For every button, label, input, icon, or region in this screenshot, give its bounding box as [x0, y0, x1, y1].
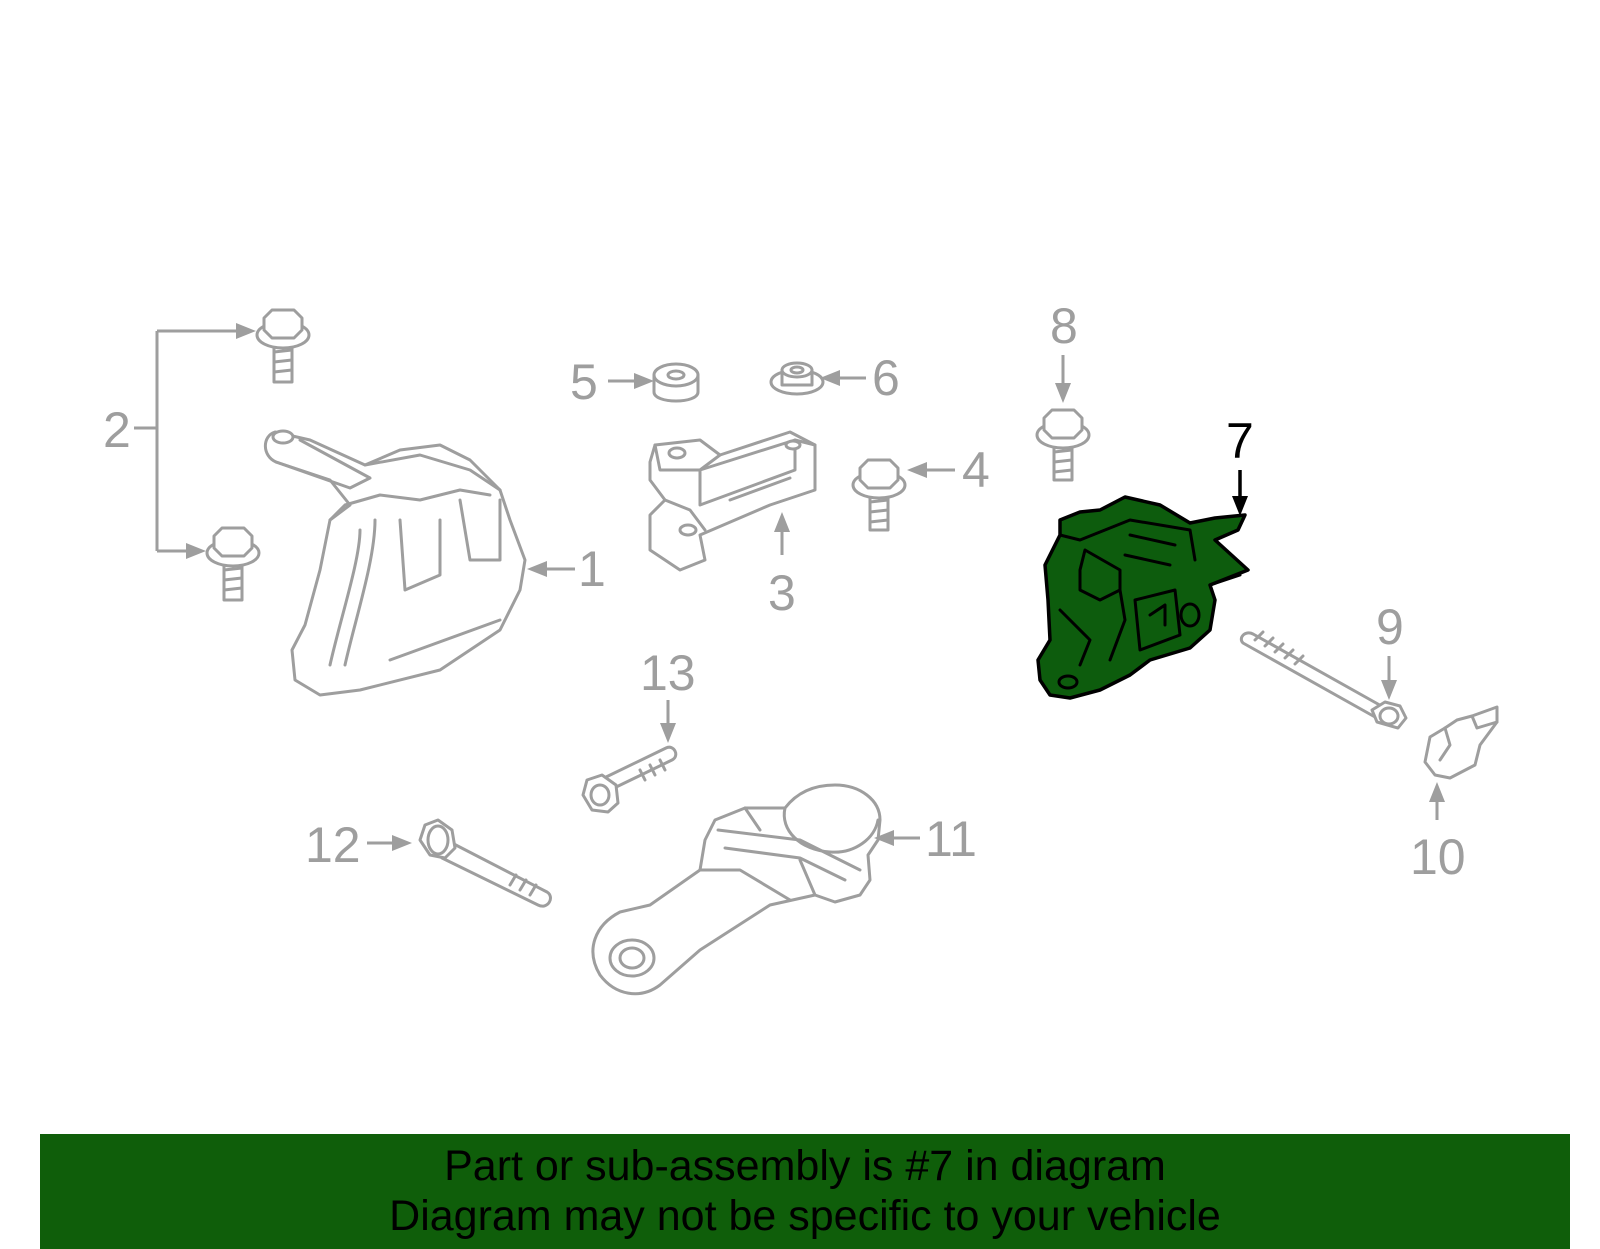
part-10-shield[interactable]: [1423, 705, 1499, 780]
callout-label-6: 6: [872, 350, 900, 406]
callout-label-7: 7: [1226, 413, 1254, 469]
callout-label-1: 1: [578, 541, 606, 597]
callout-8: 8: [1050, 298, 1078, 403]
callout-6: 6: [820, 350, 900, 406]
part-6-nut[interactable]: [769, 361, 825, 396]
callout-13: 13: [640, 645, 696, 743]
part-7-mount-highlighted[interactable]: [1036, 495, 1250, 700]
part-2-bolt-upper[interactable]: [255, 308, 311, 384]
callout-label-3: 3: [768, 565, 796, 621]
callout-11: 11: [874, 811, 977, 867]
callout-5: 5: [570, 354, 654, 410]
callout-label-5: 5: [570, 354, 598, 410]
part-4-bolt[interactable]: [851, 458, 907, 532]
callout-4: 4: [907, 442, 990, 498]
info-banner: Part or sub-assembly is #7 in diagram Di…: [40, 1134, 1570, 1249]
callout-2: 2: [103, 323, 256, 559]
callout-12: 12: [305, 817, 412, 873]
callout-7: 7: [1226, 413, 1254, 516]
callout-1: 1: [527, 541, 606, 597]
part-3-bracket[interactable]: [648, 430, 817, 572]
callout-label-11: 11: [925, 811, 977, 867]
part-2-bolt-lower[interactable]: [205, 526, 261, 602]
part-5-spacer[interactable]: [652, 362, 700, 403]
part-8-bolt[interactable]: [1035, 408, 1091, 482]
part-13-bolt[interactable]: [581, 745, 678, 814]
part-1-mount-bracket[interactable]: [263, 429, 527, 697]
part-12-long-bolt[interactable]: [418, 818, 552, 908]
callout-label-4: 4: [962, 442, 990, 498]
banner-line-2: Diagram may not be specific to your vehi…: [389, 1192, 1221, 1240]
callout-label-13: 13: [640, 645, 696, 701]
callout-label-10: 10: [1410, 829, 1466, 885]
callout-label-2: 2: [103, 402, 131, 458]
callout-label-12: 12: [305, 817, 361, 873]
callout-label-8: 8: [1050, 298, 1078, 354]
banner-line-1: Part or sub-assembly is #7 in diagram: [444, 1142, 1166, 1190]
part-11-torque-rod[interactable]: [591, 783, 882, 996]
callout-10: 10: [1410, 782, 1466, 885]
part-9-long-bolt[interactable]: [1239, 630, 1408, 730]
callout-9: 9: [1376, 599, 1404, 700]
callout-label-9: 9: [1376, 599, 1404, 655]
callout-3: 3: [768, 512, 796, 621]
